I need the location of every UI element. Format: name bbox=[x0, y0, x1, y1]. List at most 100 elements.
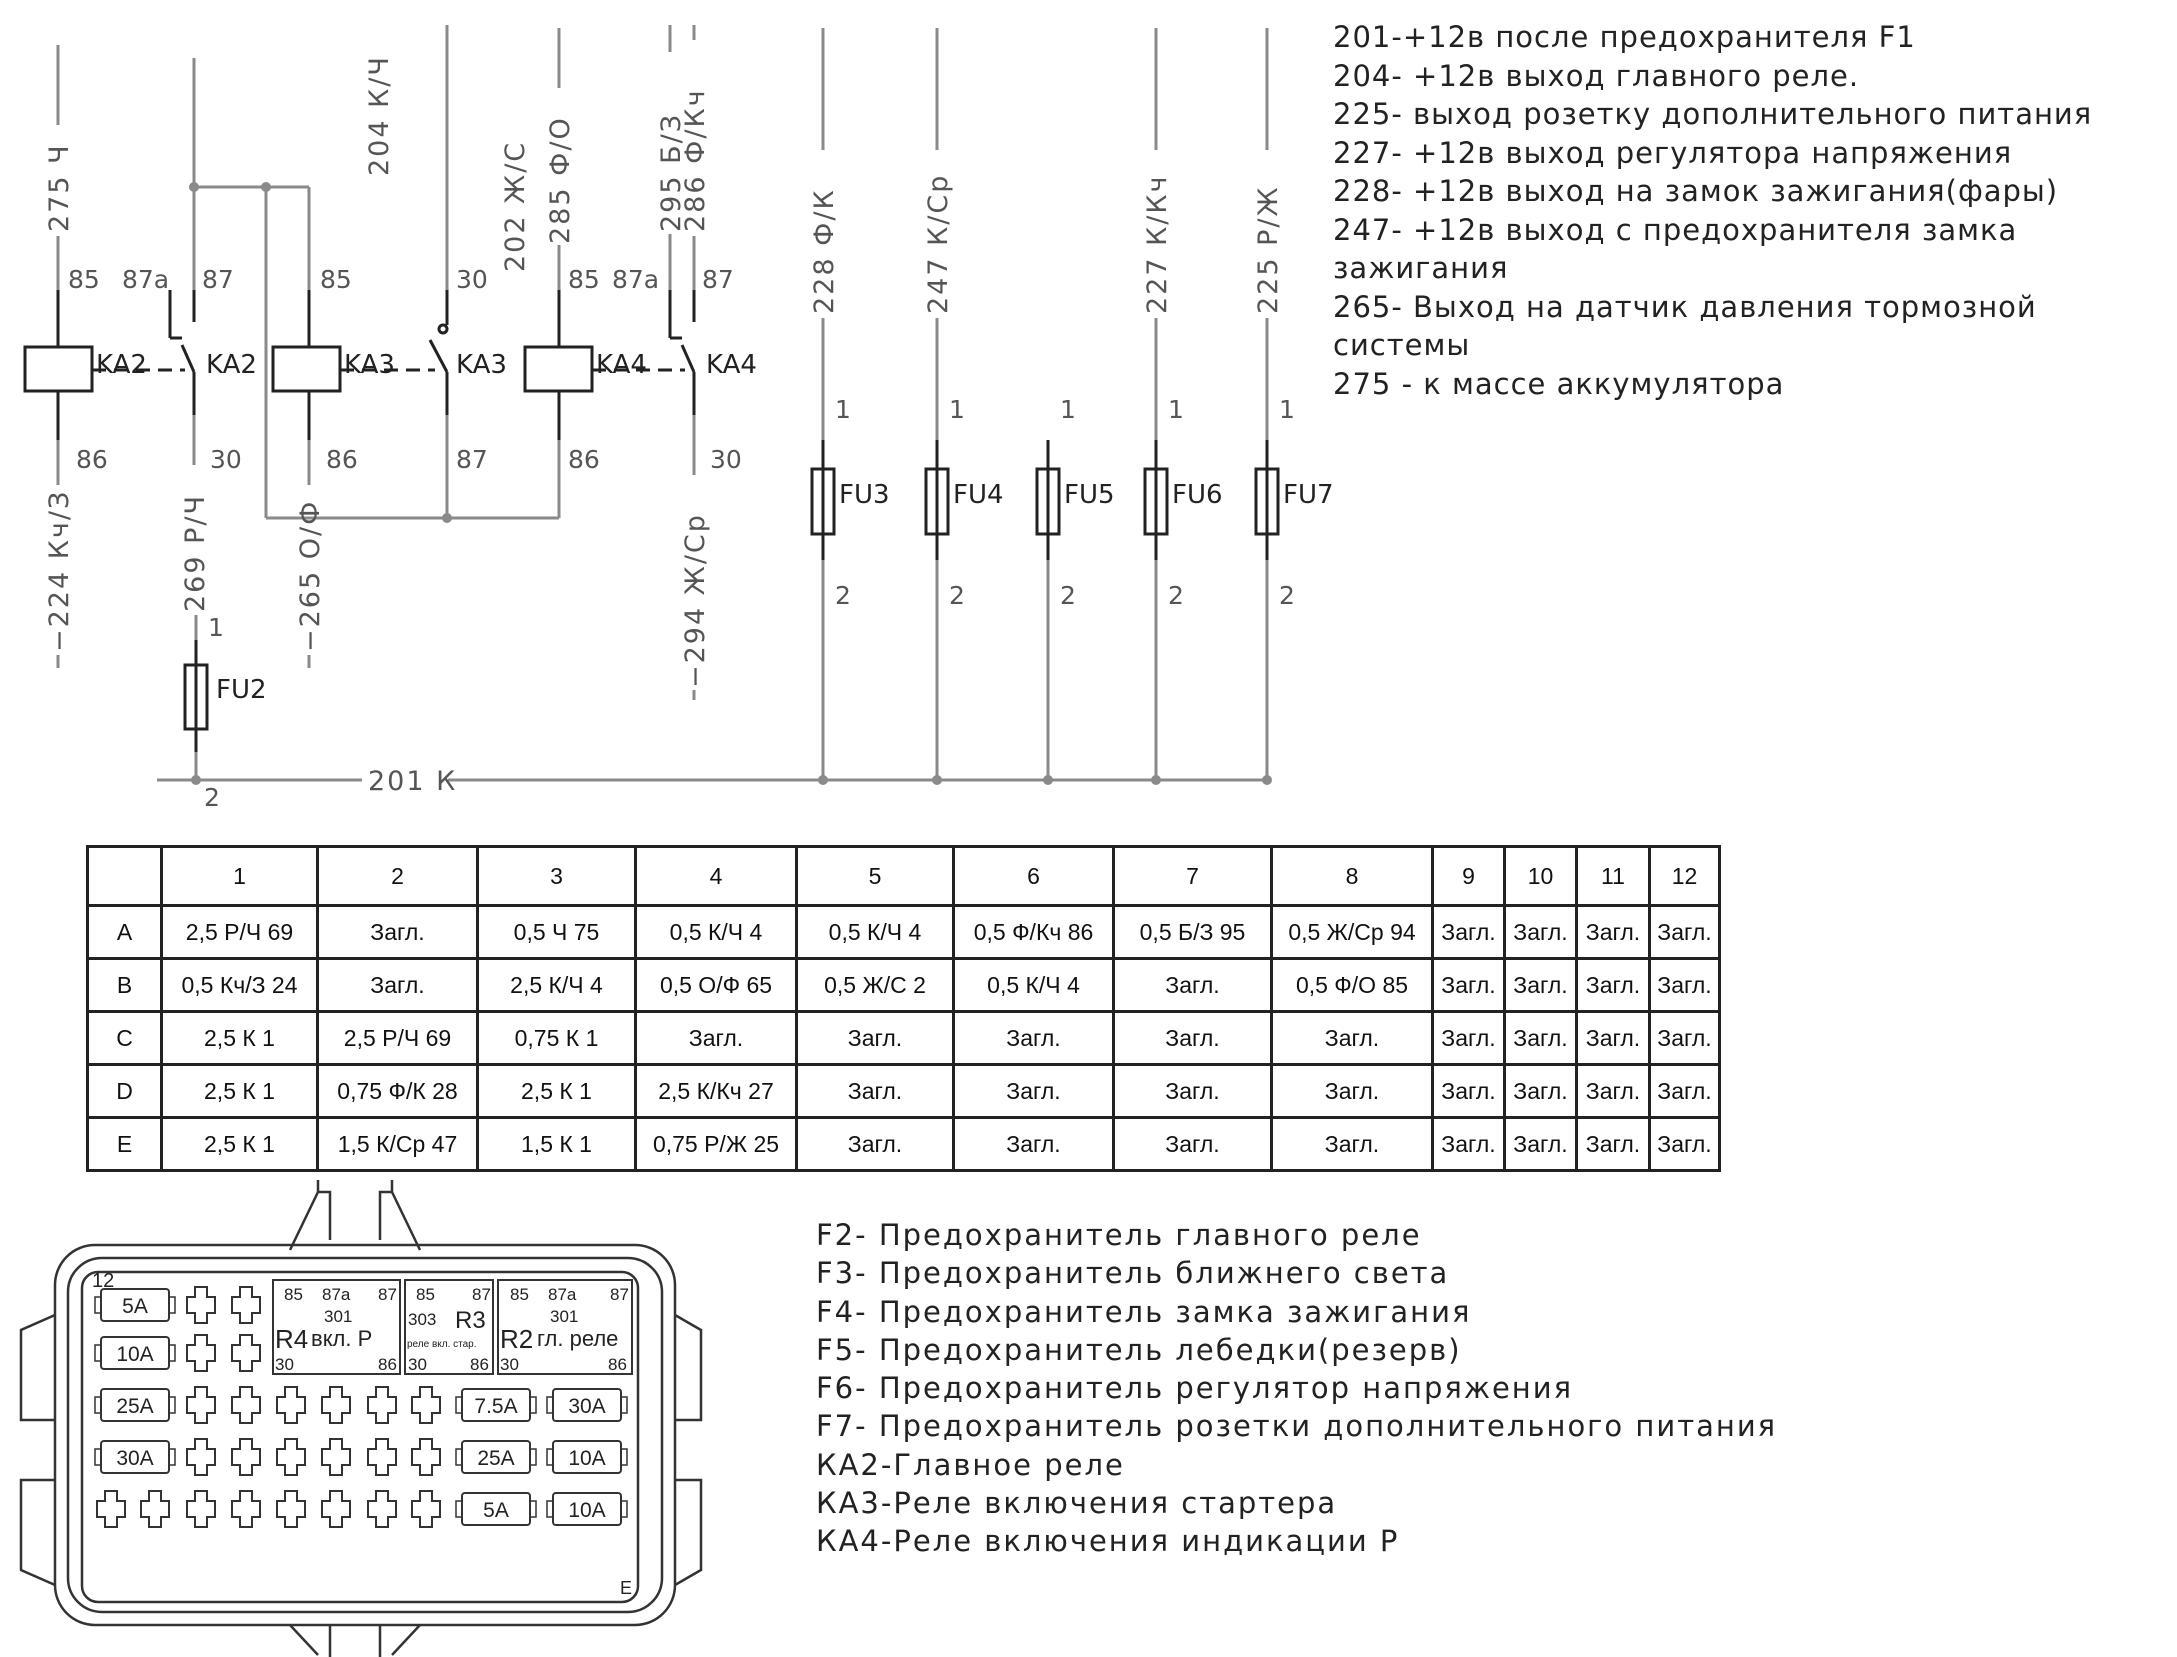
pin-label: 30 bbox=[500, 1355, 519, 1374]
relay-id: R4 bbox=[275, 1324, 308, 1354]
terminal-slot bbox=[231, 1490, 261, 1528]
table-cell: 0,5 К/Ч 4 bbox=[634, 904, 798, 960]
table-cell: Загл. bbox=[952, 1116, 1115, 1172]
terminal-slot bbox=[411, 1438, 441, 1476]
table-cell: Загл. bbox=[952, 1010, 1115, 1066]
fuse-slot: 7.5A bbox=[455, 1388, 537, 1422]
row-header: C bbox=[86, 1010, 163, 1066]
wire-note: 265- Выход на датчик давления тормозной bbox=[1333, 289, 2037, 324]
table-cell: 2,5 К 1 bbox=[160, 1063, 319, 1119]
wire-label-286: 286 Ф/Кч bbox=[680, 88, 711, 232]
table-cell: Загл. bbox=[1270, 1063, 1434, 1119]
column-header: 8 bbox=[1270, 845, 1434, 907]
relay-desc: вкл. Р bbox=[311, 1326, 372, 1351]
pin-label: 87 bbox=[378, 1285, 397, 1304]
fuse-rating: 10A bbox=[116, 1343, 153, 1366]
table-cell: 1,5 К 1 bbox=[476, 1116, 637, 1172]
pin-label: 30 bbox=[275, 1355, 294, 1374]
row-header: D bbox=[86, 1063, 163, 1119]
pin-label: 2 bbox=[1279, 581, 1295, 610]
pin-label: 85 bbox=[320, 265, 352, 294]
table-cell: Загл. bbox=[1431, 904, 1506, 960]
pin-label: 86 bbox=[568, 445, 600, 474]
table-cell: 2,5 К/Ч 4 bbox=[476, 957, 637, 1013]
fuse-label: FU7 bbox=[1283, 480, 1334, 510]
table-cell: Загл. bbox=[1431, 1116, 1506, 1172]
pin-label: 87a bbox=[122, 265, 169, 294]
terminal-slot bbox=[321, 1386, 351, 1424]
fuse-slot: 10A bbox=[546, 1492, 628, 1526]
table-cell: 2,5 Р/Ч 69 bbox=[316, 1010, 479, 1066]
pin-label: 1 bbox=[1060, 395, 1076, 424]
wire-label-265: −265 О/Ф bbox=[295, 500, 326, 652]
pin-label: 30 bbox=[710, 445, 742, 474]
table-cell: 2,5 К/Кч 27 bbox=[634, 1063, 798, 1119]
table-cell: Загл. bbox=[634, 1010, 798, 1066]
row-header: B bbox=[86, 957, 163, 1013]
table-cell: Загл. bbox=[1503, 1063, 1578, 1119]
table-cell: Загл. bbox=[1575, 957, 1651, 1013]
fuse-rating: 5A bbox=[122, 1295, 148, 1318]
fuse-rating: 7.5A bbox=[474, 1395, 517, 1418]
table-cell: Загл. bbox=[316, 904, 479, 960]
terminal-slot bbox=[321, 1490, 351, 1528]
wire-label-275: 275 Ч bbox=[44, 143, 75, 232]
fuse-label: FU5 bbox=[1064, 480, 1115, 510]
fuse-rating: 30A bbox=[568, 1395, 605, 1418]
connector-corner-label: E bbox=[620, 1578, 632, 1598]
terminal-slot bbox=[276, 1386, 306, 1424]
table-cell: Загл. bbox=[1112, 1116, 1273, 1172]
fuse-label: FU3 bbox=[839, 480, 890, 510]
ka4-coil bbox=[523, 345, 594, 393]
table-cell: 2,5 К 1 bbox=[160, 1010, 319, 1066]
wire-note: системы bbox=[1333, 328, 1471, 362]
pin-label: 2 bbox=[1168, 581, 1184, 610]
relay-ka3: −265 О/Ф 85 86 KA3 30 87 KA3 204 К/Ч bbox=[271, 25, 507, 668]
component-legend: F2- Предохранитель главного реле F3- Пре… bbox=[816, 1216, 1777, 1561]
wire-label-204: 204 К/Ч bbox=[364, 55, 395, 176]
terminal-slot bbox=[276, 1438, 306, 1476]
table-cell: 0,75 К 1 bbox=[476, 1010, 637, 1066]
table-cell: 2,5 К 1 bbox=[476, 1063, 637, 1119]
row-header: E bbox=[86, 1116, 163, 1172]
table-cell: Загл. bbox=[1431, 1063, 1506, 1119]
relay-id: R2 bbox=[500, 1324, 533, 1354]
column-header: 6 bbox=[952, 845, 1115, 907]
wire-note: 275 - к массе аккумулятора bbox=[1333, 366, 1785, 401]
legend-item: F7- Предохранитель розетки дополнительно… bbox=[816, 1409, 1778, 1444]
connector-corner-label: 12 bbox=[92, 1270, 114, 1292]
wire-note: 227- +12в выход регулятора напряжения bbox=[1333, 135, 2013, 170]
table-cell: 0,5 Ч 75 bbox=[476, 904, 637, 960]
fuse-rating: 10A bbox=[568, 1447, 605, 1470]
pin-label: 303 bbox=[408, 1310, 436, 1329]
table-cell: Загл. bbox=[1431, 957, 1506, 1013]
wire-label-202: 202 Ж/С bbox=[500, 141, 531, 272]
fuse-rating: 30A bbox=[116, 1447, 153, 1470]
table-cell: Загл. bbox=[1270, 1116, 1434, 1172]
table-cell: 0,5 К/Ч 4 bbox=[795, 904, 955, 960]
terminal-slot bbox=[231, 1334, 261, 1372]
table-cell: Загл. bbox=[1503, 1116, 1578, 1172]
table-cell: Загл. bbox=[795, 1010, 955, 1066]
column-header: 3 bbox=[476, 845, 637, 907]
ka4-switch-label: KA4 bbox=[706, 350, 757, 380]
wire-label-224: −224 Кч/З bbox=[44, 490, 75, 652]
pin-label: 86 bbox=[608, 1355, 627, 1374]
legend-item: КА3-Реле включения стартера bbox=[816, 1486, 1338, 1521]
pin-label: 87a bbox=[612, 265, 659, 294]
pin-label: 1 bbox=[949, 395, 965, 424]
wire-label-228: 228 Ф/К bbox=[809, 188, 840, 314]
fuse-slot: 10A bbox=[546, 1440, 628, 1474]
table-cell: 0,5 Ж/С 2 bbox=[795, 957, 955, 1013]
table-cell: Загл. bbox=[952, 1063, 1115, 1119]
pin-label: 2 bbox=[949, 581, 965, 610]
fuse-slot: 5A bbox=[455, 1492, 537, 1526]
pin-label: 85 bbox=[416, 1285, 435, 1304]
relay-fuse-schematic: 275 Ч −224 Кч/З 85 86 KA2 87a 87 30 KA2 … bbox=[23, 25, 1334, 812]
